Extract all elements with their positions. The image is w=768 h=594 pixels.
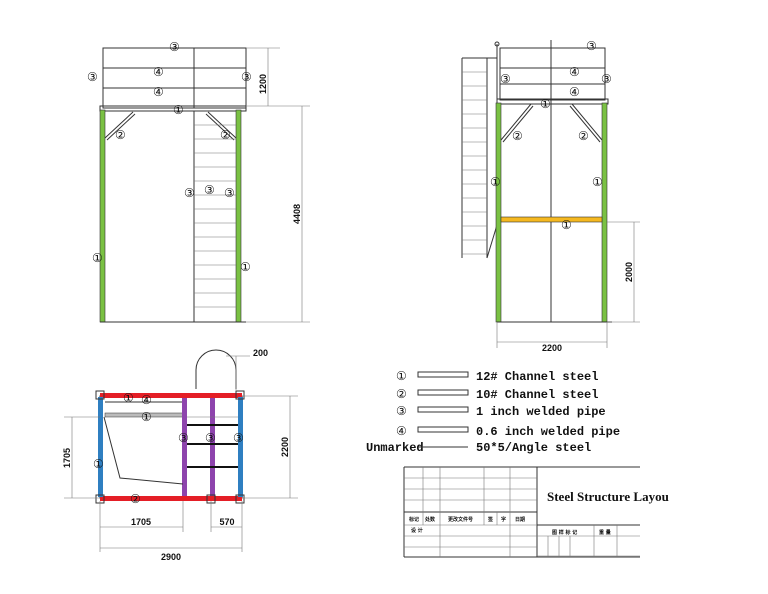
dim-side-width: 2200 (542, 343, 562, 353)
plan-view: 200 1705 2200 1705 570 2900 ① ④ ① ③ ③ ③ … (62, 348, 298, 562)
side-view: 2000 2200 ③ ③ ④ ③ ④ ① ② ② ① ① ① (461, 39, 640, 353)
marker: ① (240, 260, 251, 274)
plan-ladder-rail (210, 398, 215, 496)
marker: ② (220, 128, 231, 142)
marker: ④ (569, 65, 580, 79)
dim-plan-right: 2200 (280, 437, 290, 457)
marker: ③ (87, 70, 98, 84)
marker: ③ (233, 431, 244, 445)
legend-symbol: ① (396, 369, 407, 383)
marker: ① (92, 251, 103, 265)
title-cell: 更改文件号 (448, 516, 473, 523)
legend-symbol: ③ (396, 404, 407, 418)
marker: ③ (205, 431, 216, 445)
legend-symbol: ② (396, 387, 407, 401)
marker: ① (173, 103, 184, 117)
title-cell: 重 量 (599, 529, 611, 536)
legend-label: 50*5/Angle steel (476, 441, 591, 455)
marker: ② (512, 129, 523, 143)
marker: ③ (500, 72, 511, 86)
legend-symbol: Unmarked (366, 441, 424, 455)
legend-label: 12# Channel steel (476, 370, 598, 384)
front-right-column (235, 109, 242, 323)
marker: ③ (204, 183, 215, 197)
dim-plan-total: 2900 (161, 552, 181, 562)
title-cell: 日期 (515, 516, 525, 523)
title-cell: 字 (501, 516, 506, 523)
title-cell: 图 样 标 记 (552, 529, 577, 536)
dim-front-height: 4408 (292, 204, 302, 224)
plan-bottom-beam (100, 496, 242, 501)
marker: ② (115, 128, 126, 142)
plan-ladder-rail (182, 398, 187, 496)
title-cell: 设 计 (411, 527, 423, 534)
marker: ① (141, 410, 152, 424)
side-right-column (601, 102, 608, 323)
marker: ③ (241, 70, 252, 84)
plan-right-beam (238, 397, 243, 497)
marker: ③ (601, 72, 612, 86)
front-left-column (99, 109, 106, 323)
side-left-column (495, 102, 502, 323)
marker: ③ (586, 39, 597, 53)
title-cell: 签 (487, 516, 494, 523)
front-top-railing (102, 47, 247, 109)
dim-plan-top: 200 (253, 348, 268, 358)
plan-top-beam (100, 393, 242, 398)
marker: ③ (178, 431, 189, 445)
dim-plan-bottom-left: 1705 (131, 517, 151, 527)
front-view: 1200 4408 ③ ③ ④ ③ ④ ① ② ② ③ ③ ③ ① ① (87, 40, 310, 323)
marker: ① (123, 391, 134, 405)
marker: ④ (569, 85, 580, 99)
marker: ② (130, 492, 141, 506)
marker: ④ (153, 85, 164, 99)
marker: ③ (224, 186, 235, 200)
side-mid-beam (500, 216, 603, 223)
marker: ④ (153, 65, 164, 79)
dim-side-height: 2000 (624, 262, 634, 282)
marker: ① (540, 97, 551, 111)
title-block: Steel Structure Layou 标记 处数 更改文件号 签 字 日期… (403, 466, 669, 558)
side-stair (461, 57, 498, 259)
dim-plan-bottom-right: 570 (219, 517, 234, 527)
marker: ① (490, 175, 501, 189)
marker: ① (592, 175, 603, 189)
marker: ② (578, 129, 589, 143)
legend: ① 12# Channel steel ② 10# Channel steel … (366, 369, 620, 455)
dim-plan-left: 1705 (62, 448, 72, 468)
title-cell: 标记 (408, 516, 419, 523)
marker: ① (561, 218, 572, 232)
legend-label: 0.6 inch welded pipe (476, 425, 620, 439)
marker: ③ (184, 186, 195, 200)
marker: ① (93, 457, 104, 471)
title-text: Steel Structure Layou (547, 489, 669, 504)
legend-label: 10# Channel steel (476, 388, 598, 402)
dim-front-top: 1200 (258, 74, 268, 94)
front-ladder (193, 111, 236, 322)
legend-symbol: ④ (396, 424, 407, 438)
marker: ③ (169, 40, 180, 54)
title-cell: 处数 (424, 516, 436, 523)
legend-label: 1 inch welded pipe (476, 405, 606, 419)
plan-left-beam (98, 397, 103, 497)
marker: ④ (141, 393, 152, 407)
